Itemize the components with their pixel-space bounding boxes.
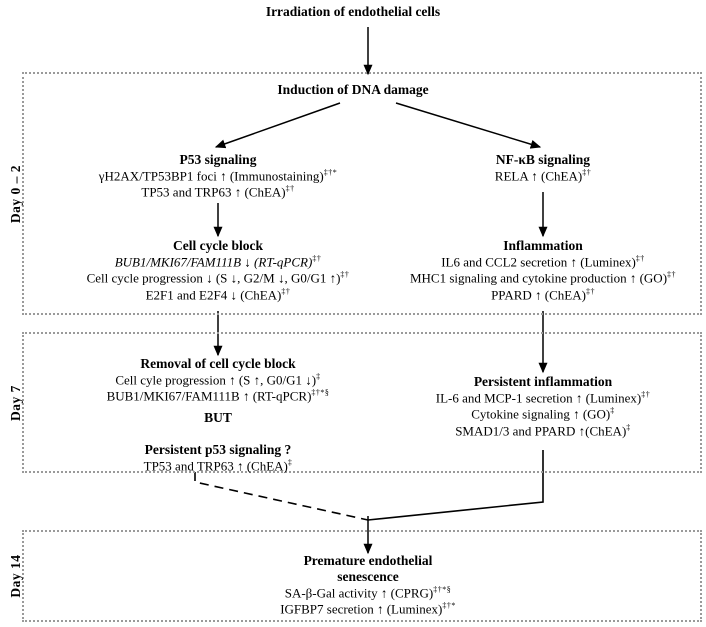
node-inflammation-line-3: PPARD ↑ (ChEA)‡† [388, 287, 698, 303]
day-label-14-text: Day 14 [8, 554, 23, 598]
pinfl-line-1-marks: ‡† [641, 390, 651, 399]
removal-line-1-text: Cell cyle progression ↑ (S ↑, G0/G1 ↓) [115, 372, 317, 388]
node-but-title: BUT [204, 410, 232, 425]
ccb-line-2-marks: ‡† [340, 270, 350, 280]
node-inflammation-line-2: MHC1 signaling and cytokine production ↑… [388, 270, 698, 286]
node-but: BUT [40, 410, 396, 426]
dashed-connector-p53-to-senescence [194, 472, 369, 521]
senescence-line-1-text: SA-β-Gal activity ↑ (CPRG) [284, 585, 434, 601]
pinfl-line-3-text: SMAD1/3 and PPARD ↑(ChEA) [455, 422, 627, 438]
node-cell-cycle-block: Cell cycle block BUB1/MKI67/FAM111B ↓ (R… [28, 238, 408, 303]
node-p53-signaling-line-2: TP53 and TRP63 ↑ (ChEA)‡† [38, 184, 398, 200]
removal-line-2-text: BUB1/MKI67/FAM111B ↑ (RT-qPCR) [106, 388, 312, 404]
day-label-14: Day 14 [8, 542, 24, 610]
p53-line-1-text: γH2AX/TP53BP1 foci ↑ (Immunostaining) [98, 168, 324, 184]
node-persistent-inflammation: Persistent inflammation IL-6 and MCP-1 s… [388, 374, 698, 439]
node-senescence-line-1: SA-β-Gal activity ↑ (CPRG)‡†*§ [178, 585, 558, 601]
node-dna-damage-title: Induction of DNA damage [277, 82, 429, 97]
senescence-line-2-marks: ‡†* [442, 601, 456, 611]
nfkb-line-1-marks: ‡† [582, 168, 592, 177]
node-senescence-line-2: IGFBP7 secretion ↑ (Luminex)‡†* [178, 601, 558, 617]
node-nfkb-signaling: NF-κB signaling RELA ↑ (ChEA)‡† [393, 152, 693, 184]
node-cell-cycle-block-line-1: BUB1/MKI67/FAM111B ↓ (RT-qPCR)‡† [28, 254, 408, 270]
day-label-7-text: Day 7 [8, 385, 23, 421]
phase-box-day-7 [22, 332, 702, 473]
pinfl-line-2-text: Cytokine signaling ↑ (GO) [471, 406, 611, 422]
ccb-line-3-text: E2F1 and E2F4 ↓ (ChEA) [145, 286, 282, 302]
pinfl-line-1-text: IL-6 and MCP-1 secretion ↑ (Luminex) [435, 390, 642, 406]
node-premature-senescence: Premature endothelial senescence SA-β-Ga… [178, 553, 558, 618]
page-title: Irradiation of endothelial cells [0, 4, 706, 21]
node-persistent-inflammation-line-2: Cytokine signaling ↑ (GO)‡ [388, 406, 698, 422]
infl-line-3-text: PPARD ↑ (ChEA) [491, 286, 586, 302]
node-persistent-inflammation-title: Persistent inflammation [473, 374, 613, 389]
node-persistent-inflammation-line-3: SMAD1/3 and PPARD ↑(ChEA)‡ [388, 423, 698, 439]
pinfl-line-3-marks: ‡ [626, 422, 631, 432]
node-persistent-p53-line-1: TP53 and TRP63 ↑ (ChEA)‡ [40, 458, 396, 474]
node-cell-cycle-block-line-2: Cell cycle progression ↓ (S ↓, G2/M ↓, G… [28, 270, 408, 286]
node-nfkb-signaling-line-1: RELA ↑ (ChEA)‡† [393, 168, 693, 184]
node-p53-signaling: P53 signaling γH2AX/TP53BP1 foci ↑ (Immu… [38, 152, 398, 201]
node-removal-line-1: Cell cyle progression ↑ (S ↑, G0/G1 ↓)‡ [40, 372, 396, 388]
phase-box-day-0-2 [22, 72, 702, 315]
senescence-line-1-marks: ‡†*§ [433, 585, 452, 594]
node-inflammation: Inflammation IL6 and CCL2 secretion ↑ (L… [388, 238, 698, 303]
ccb-line-2-text: Cell cycle progression ↓ (S ↓, G2/M ↓, G… [86, 270, 341, 286]
node-removal-line-2: BUB1/MKI67/FAM111B ↑ (RT-qPCR)‡†*§ [40, 388, 396, 404]
p53-line-2-text: TP53 and TRP63 ↑ (ChEA) [141, 184, 286, 200]
pp53-line-1-marks: ‡ [287, 458, 293, 467]
node-nfkb-signaling-title: NF-κB signaling [495, 152, 591, 167]
day-label-7: Day 7 [8, 371, 24, 435]
top-title-text: Irradiation of endothelial cells [265, 4, 441, 19]
infl-line-2-text: MHC1 signaling and cytokine production ↑… [409, 270, 668, 286]
node-persistent-p53-title: Persistent p53 signaling ? [144, 442, 292, 457]
p53-line-2-marks: ‡† [285, 184, 295, 194]
ccb-line-1-text: BUB1/MKI67/FAM111B ↓ (RT-qPCR) [114, 254, 313, 270]
node-persistent-inflammation-line-1: IL-6 and MCP-1 secretion ↑ (Luminex)‡† [388, 390, 698, 406]
node-cell-cycle-block-title: Cell cycle block [173, 238, 263, 253]
node-dna-damage: Induction of DNA damage [0, 82, 706, 98]
nfkb-line-1-text: RELA ↑ (ChEA) [494, 168, 583, 184]
node-cell-cycle-block-line-3: E2F1 and E2F4 ↓ (ChEA)‡† [28, 287, 408, 303]
pinfl-line-2-marks: ‡ [610, 406, 615, 416]
p53-line-1-marks: ‡†* [323, 168, 338, 177]
node-removal-title: Removal of cell cycle block [140, 356, 296, 371]
ccb-line-1-marks: ‡† [312, 254, 322, 263]
node-senescence-title-line1: Premature endothelial [303, 553, 433, 568]
node-removal-of-cell-cycle-block: Removal of cell cycle block Cell cyle pr… [40, 356, 396, 405]
infl-line-1-text: IL6 and CCL2 secretion ↑ (Luminex) [441, 254, 636, 270]
node-persistent-p53-signaling: Persistent p53 signaling ? TP53 and TRP6… [40, 442, 396, 474]
day-label-0-2-text: Day 0 – 2 [8, 164, 23, 224]
infl-line-3-marks: ‡† [585, 286, 595, 296]
ccb-line-3-marks: ‡† [281, 286, 291, 296]
infl-line-2-marks: ‡† [667, 270, 677, 280]
removal-line-1-marks: ‡ [316, 372, 321, 381]
infl-line-1-marks: ‡† [635, 254, 645, 263]
removal-line-2-marks: ‡†*§ [311, 388, 330, 398]
node-inflammation-line-1: IL6 and CCL2 secretion ↑ (Luminex)‡† [388, 254, 698, 270]
node-p53-signaling-title: P53 signaling [179, 152, 257, 167]
node-p53-signaling-line-1: γH2AX/TP53BP1 foci ↑ (Immunostaining)‡†* [38, 168, 398, 184]
phase-box-day-14 [22, 530, 702, 622]
node-senescence-title-line2: senescence [337, 569, 399, 584]
node-inflammation-title: Inflammation [503, 238, 583, 253]
day-label-0-2: Day 0 – 2 [8, 154, 24, 234]
pp53-line-1-text: TP53 and TRP63 ↑ (ChEA) [143, 458, 288, 474]
senescence-line-2-text: IGFBP7 secretion ↑ (Luminex) [280, 601, 443, 617]
